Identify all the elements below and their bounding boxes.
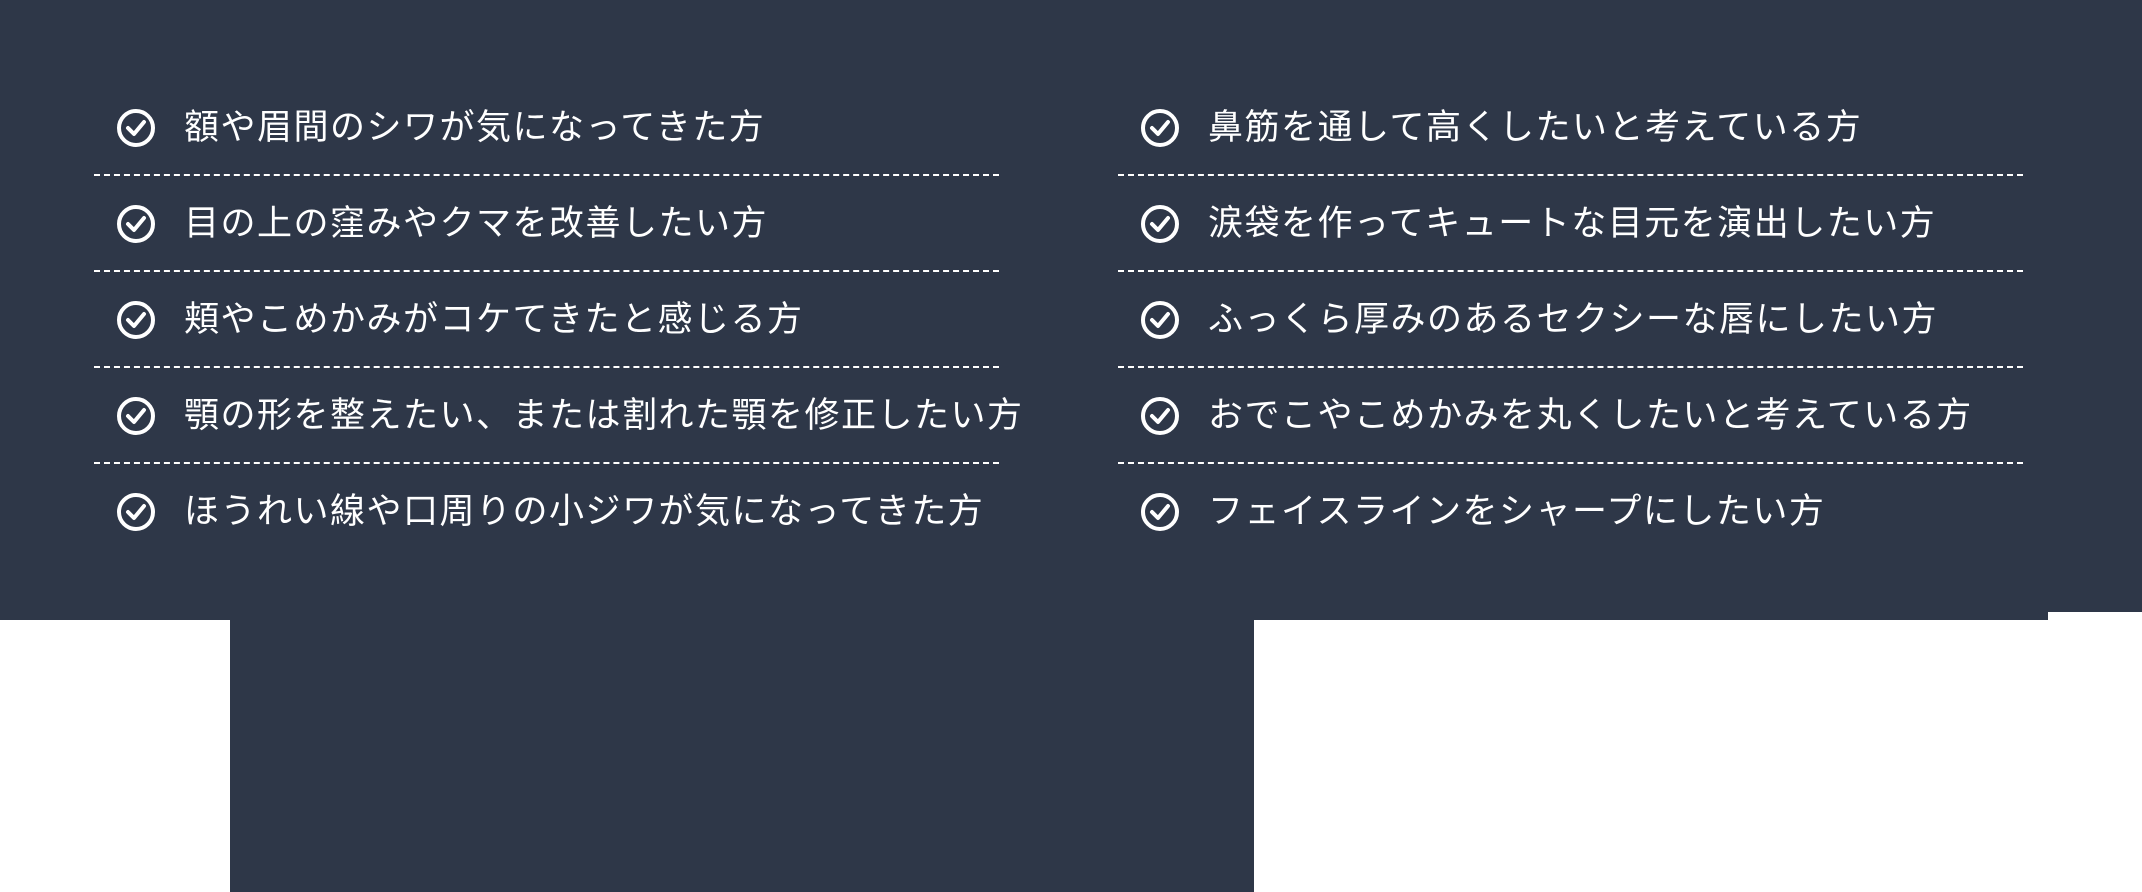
list-item-label: ふっくら厚みのあるセクシーな唇にしたい方 xyxy=(1208,299,1939,340)
check-circle-icon xyxy=(116,108,156,148)
right-panel-extension xyxy=(2048,0,2142,612)
check-circle-icon xyxy=(116,204,156,244)
check-circle-icon xyxy=(1140,300,1180,340)
list-item-label: おでこやこめかみを丸くしたいと考えている方 xyxy=(1208,395,1973,436)
list-item-label: ほうれい線や口周りの小ジワが気になってきた方 xyxy=(184,491,985,532)
check-circle-icon xyxy=(1140,108,1180,148)
list-item: ふっくら厚みのあるセクシーな唇にしたい方 xyxy=(1118,272,2023,368)
check-circle-icon xyxy=(1140,492,1180,532)
list-item-label: 頬やこめかみがコケてきたと感じる方 xyxy=(184,299,804,340)
list-item: ほうれい線や口周りの小ジワが気になってきた方 xyxy=(94,464,999,560)
list-item: フェイスラインをシャープにしたい方 xyxy=(1118,464,2023,560)
list-item: 額や眉間のシワが気になってきた方 xyxy=(94,80,999,176)
main-panel xyxy=(0,0,2048,620)
list-item: 鼻筋を通して高くしたいと考えている方 xyxy=(1118,80,2023,176)
list-item-label: 鼻筋を通して高くしたいと考えている方 xyxy=(1208,107,1863,148)
right-checklist: 鼻筋を通して高くしたいと考えている方 涙袋を作ってキュートな目元を演出したい方 … xyxy=(1118,80,2023,560)
list-item: 涙袋を作ってキュートな目元を演出したい方 xyxy=(1118,176,2023,272)
list-item: おでこやこめかみを丸くしたいと考えている方 xyxy=(1118,368,2023,464)
list-item-label: 目の上の窪みやクマを改善したい方 xyxy=(184,203,769,244)
list-item: 目の上の窪みやクマを改善したい方 xyxy=(94,176,999,272)
list-item: 頬やこめかみがコケてきたと感じる方 xyxy=(94,272,999,368)
list-item-label: 顎の形を整えたい、または割れた顎を修正したい方 xyxy=(184,395,1024,436)
list-item-label: 涙袋を作ってキュートな目元を演出したい方 xyxy=(1208,203,1937,244)
list-item: 顎の形を整えたい、または割れた顎を修正したい方 xyxy=(94,368,1022,464)
check-circle-icon xyxy=(116,492,156,532)
check-circle-icon xyxy=(1140,396,1180,436)
list-item-label: 額や眉間のシワが気になってきた方 xyxy=(184,107,766,148)
left-checklist: 額や眉間のシワが気になってきた方 目の上の窪みやクマを改善したい方 頬やこめかみ… xyxy=(94,80,1022,560)
check-circle-icon xyxy=(116,300,156,340)
check-circle-icon xyxy=(116,396,156,436)
lower-block xyxy=(230,620,1254,892)
check-circle-icon xyxy=(1140,204,1180,244)
list-item-label: フェイスラインをシャープにしたい方 xyxy=(1208,491,1826,532)
